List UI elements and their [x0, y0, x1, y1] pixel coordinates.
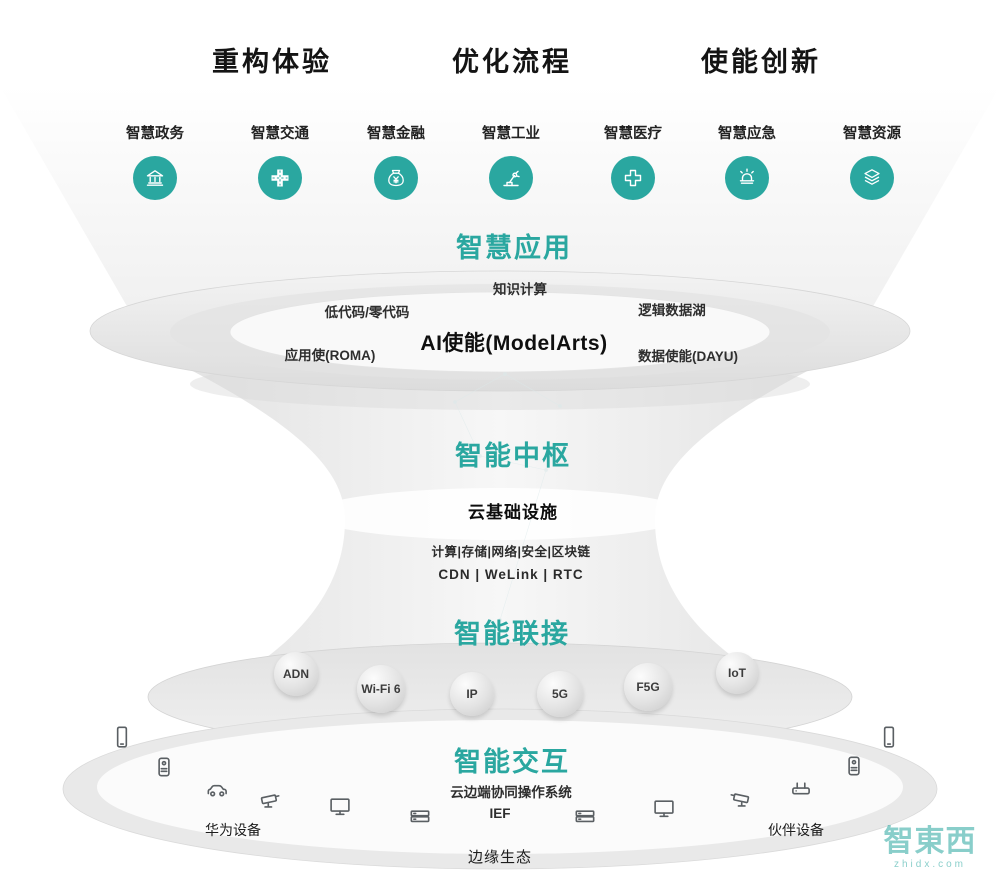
- layers-icon: [864, 169, 880, 185]
- ai-enablement-label: AI使能(ModelArts): [420, 332, 608, 355]
- smartphone-icon: [876, 724, 902, 750]
- monitor-icon: [327, 794, 353, 820]
- traffic-intersection-icon: [271, 169, 289, 187]
- cctv-camera-icon: [726, 787, 752, 813]
- sector-label: 智慧交通: [251, 126, 309, 142]
- header-optimize-process: 优化流程: [452, 47, 572, 77]
- sector-smart-healthcare: 智慧医疗: [571, 122, 695, 200]
- node-label: 5G: [551, 687, 568, 701]
- layer-title-smart-applications: 智慧应用: [456, 233, 572, 263]
- partner-devices-label: 伙伴设备: [768, 822, 824, 838]
- sector-smart-resources: 智慧资源: [810, 122, 934, 200]
- sector-label: 智慧资源: [843, 126, 901, 142]
- ief-label: IEF: [489, 806, 511, 821]
- layer-title-intelligent-connectivity: 智能联接: [454, 619, 570, 649]
- sector-icon-circle: [374, 156, 418, 200]
- watermark-text: 智東西: [883, 825, 977, 858]
- node-wifi6: Wi-Fi 6: [357, 665, 405, 713]
- sector-label: 智慧应急: [718, 126, 776, 142]
- smart-speaker-icon: [151, 754, 177, 780]
- robot-arm-icon: [503, 170, 520, 187]
- layer-title-intelligent-hub: 智能中枢: [455, 441, 571, 471]
- money-bag-icon: [388, 169, 404, 187]
- sector-icon-circle: [489, 156, 533, 200]
- knowledge-computing-label: 知识计算: [493, 282, 547, 297]
- app-enablement-label: 应用使(ROMA): [284, 348, 376, 363]
- header-rebuild-experience: 重构体验: [212, 47, 332, 77]
- sector-smart-emergency: 智慧应急: [685, 122, 809, 200]
- zhidongxi-watermark: 智東西 zhidx.com: [866, 816, 994, 870]
- sector-icon-circle: [611, 156, 655, 200]
- node-5g: 5G: [537, 671, 583, 717]
- node-label: IoT: [728, 666, 746, 680]
- server-icon: [407, 803, 433, 829]
- sector-smart-industry: 智慧工业: [449, 122, 573, 200]
- server-icon: [572, 803, 598, 829]
- cloud-edge-os-label: 云边端协同操作系统: [450, 785, 572, 800]
- node-label: IP: [466, 687, 478, 701]
- sector-icon-circle: [725, 156, 769, 200]
- cloud-infrastructure-label: 云基础设施: [468, 503, 558, 522]
- sector-label: 智慧工业: [482, 126, 540, 142]
- cctv-camera-icon: [258, 788, 284, 814]
- sector-smart-transport: 智慧交通: [218, 122, 342, 200]
- node-f5g: F5G: [624, 663, 672, 711]
- node-label: F5G: [636, 680, 660, 694]
- node-iot: IoT: [716, 652, 758, 694]
- node-label: ADN: [283, 667, 309, 681]
- infrastructure-items-label: 计算|存储|网络|安全|区块链: [431, 545, 591, 559]
- smart-speaker-icon: [841, 753, 867, 779]
- watermark-domain: zhidx.com: [893, 859, 966, 870]
- router-icon: [788, 774, 814, 800]
- cloud-services-label: CDN | WeLink | RTC: [438, 567, 584, 582]
- layer-title-intelligent-interaction: 智能交互: [454, 747, 570, 777]
- sector-icon-circle: [258, 156, 302, 200]
- sector-smart-finance: 智慧金融: [334, 122, 458, 200]
- car-icon: [204, 776, 230, 802]
- sector-label: 智慧医疗: [604, 126, 662, 142]
- huawei-devices-label: 华为设备: [205, 822, 261, 838]
- header-enable-innovation: 使能创新: [701, 47, 821, 77]
- sector-smart-government: 智慧政务: [93, 122, 217, 200]
- data-enablement-label: 数据使能(DAYU): [637, 349, 739, 364]
- node-label: Wi-Fi 6: [361, 682, 401, 696]
- logical-data-lake-label: 逻辑数据湖: [638, 303, 706, 318]
- constellation-decoration: [453, 372, 562, 622]
- edge-ecosystem-label: 边缘生态: [467, 849, 533, 866]
- sector-icon-circle: [850, 156, 894, 200]
- medical-cross-icon: [624, 169, 642, 187]
- node-ip: IP: [450, 672, 494, 716]
- government-bank-icon: [146, 170, 164, 186]
- low-code-label: 低代码/零代码: [324, 305, 410, 320]
- node-adn: ADN: [274, 652, 318, 696]
- sector-label: 智慧金融: [367, 126, 425, 142]
- smartphone-icon: [109, 724, 135, 750]
- monitor-icon: [651, 796, 677, 822]
- sector-label: 智慧政务: [126, 126, 184, 142]
- siren-icon: [739, 168, 755, 184]
- sector-icon-circle: [133, 156, 177, 200]
